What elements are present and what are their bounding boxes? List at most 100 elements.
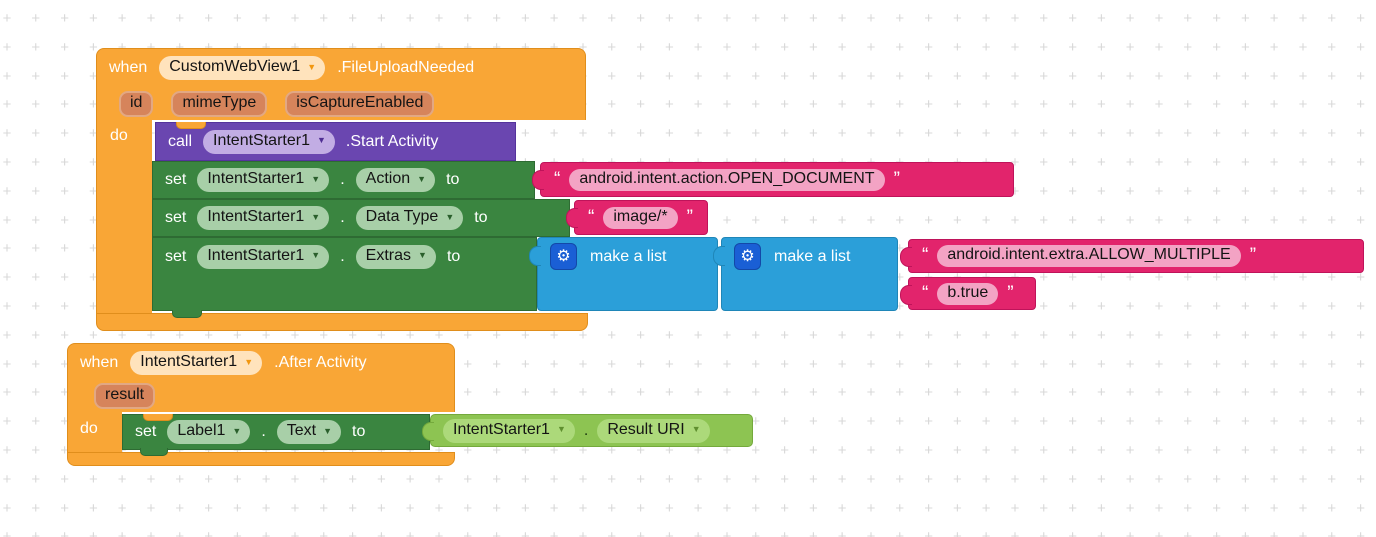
- grid-plus-icon: +: [1327, 298, 1337, 315]
- grid-plus-icon: +: [1183, 96, 1193, 114]
- grid-plus-icon: +: [751, 38, 761, 56]
- set-label-text-block[interactable]: set Label1 ▼ . Text ▼ to: [122, 414, 430, 450]
- grid-plus-icon: +: [1183, 38, 1193, 56]
- grid-plus-icon: +: [233, 326, 242, 344]
- text-field[interactable]: image/*: [603, 206, 678, 229]
- grid-plus-icon: +: [1010, 413, 1020, 431]
- grid-plus-icon: +: [636, 125, 645, 143]
- property-dropdown-action[interactable]: Action ▼: [355, 168, 436, 192]
- grid-plus-icon: +: [1212, 384, 1221, 402]
- grid-plus-icon: +: [837, 355, 847, 373]
- text-block-image-mime[interactable]: “ image/* ”: [566, 200, 708, 235]
- event-param-iscaptureenabled[interactable]: isCaptureEnabled: [285, 91, 435, 117]
- getter-block-result-uri[interactable]: IntentStarter1 ▼ . Result URI ▼: [422, 414, 753, 447]
- text-block-btrue[interactable]: “ b.true ”: [900, 277, 1036, 310]
- grid-plus-icon: +: [1241, 298, 1250, 315]
- make-a-list-block-outer[interactable]: ⚙ make a list: [529, 237, 718, 311]
- text-field[interactable]: b.true: [937, 282, 999, 305]
- component-dropdown-intentstarter1[interactable]: IntentStarter1 ▼: [203, 129, 335, 154]
- event-block-afteractivity[interactable]: when IntentStarter1 ▼ .After Activity re…: [67, 343, 455, 412]
- text-field[interactable]: android.intent.action.OPEN_DOCUMENT: [569, 168, 885, 191]
- event-block-fileuploadneeded[interactable]: when CustomWebView1 ▼ .FileUploadNeeded …: [96, 48, 586, 120]
- grid-plus-icon: +: [636, 470, 645, 488]
- text-block-open-document[interactable]: “ android.intent.action.OPEN_DOCUMENT ”: [532, 162, 1014, 197]
- chevron-down-icon: ▼: [311, 173, 321, 184]
- event-param-result[interactable]: result: [94, 383, 156, 409]
- grid-plus-icon: +: [175, 10, 185, 27]
- grid-plus-icon: +: [809, 355, 818, 373]
- set-extras-block[interactable]: set IntentStarter1 ▼ . Extras ▼ to: [152, 237, 537, 311]
- grid-plus-icon: +: [895, 298, 905, 315]
- grid-plus-icon: +: [261, 10, 271, 27]
- grid-plus-icon: +: [31, 528, 41, 537]
- component-dropdown-label1[interactable]: Label1 ▼: [167, 420, 251, 444]
- component-dropdown-intentstarter1[interactable]: IntentStarter1 ▼: [443, 418, 575, 443]
- grid-plus-icon: +: [89, 96, 98, 114]
- mutator-button[interactable]: ⚙: [550, 243, 577, 270]
- grid-plus-icon: +: [492, 499, 501, 517]
- grid-plus-icon: +: [1327, 326, 1337, 344]
- mutator-button[interactable]: ⚙: [734, 243, 761, 270]
- event-param-id[interactable]: id: [119, 91, 154, 117]
- grid-plus-icon: +: [1010, 326, 1020, 344]
- event-block-do-spine[interactable]: do: [96, 120, 152, 313]
- grid-plus-icon: +: [607, 442, 617, 459]
- set-datatype-block[interactable]: set IntentStarter1 ▼ . Data Type ▼ to: [152, 199, 570, 237]
- grid-plus-icon: +: [1356, 384, 1365, 402]
- grid-plus-icon: +: [1154, 67, 1164, 85]
- property-dropdown-datatype[interactable]: Data Type ▼: [355, 206, 464, 230]
- grid-plus-icon: +: [60, 355, 69, 373]
- component-dropdown-intentstarter1[interactable]: IntentStarter1 ▼: [130, 351, 263, 375]
- grid-plus-icon: +: [1269, 355, 1279, 373]
- event-block-do-spine[interactable]: do: [67, 412, 122, 452]
- grid-plus-icon: +: [809, 326, 818, 344]
- grid-plus-icon: +: [809, 442, 818, 459]
- set-action-block[interactable]: set IntentStarter1 ▼ . Action ▼ to: [152, 161, 535, 199]
- grid-plus-icon: +: [1097, 211, 1106, 229]
- grid-plus-icon: +: [431, 39, 447, 56]
- grid-plus-icon: +: [751, 499, 761, 517]
- grid-plus-icon: +: [1010, 528, 1020, 537]
- gear-icon: ⚙: [556, 247, 571, 265]
- component-dropdown-intentstarter1[interactable]: IntentStarter1 ▼: [197, 244, 330, 269]
- statement-bump: [140, 448, 168, 456]
- grid-plus-icon: +: [261, 442, 271, 459]
- grid-plus-icon: +: [953, 211, 962, 229]
- text-field[interactable]: android.intent.extra.ALLOW_MULTIPLE: [937, 245, 1241, 267]
- grid-plus-icon: +: [607, 499, 617, 517]
- grid-plus-icon: +: [636, 384, 645, 402]
- grid-plus-icon: +: [636, 326, 645, 344]
- text-block-allow-multiple[interactable]: “ android.intent.extra.ALLOW_MULTIPLE ”: [900, 239, 1364, 273]
- grid-plus-icon: +: [348, 326, 357, 344]
- grid-plus-icon: +: [809, 125, 818, 143]
- property-dropdown-extras[interactable]: Extras ▼: [355, 244, 436, 269]
- grid-plus-icon: +: [1039, 269, 1049, 287]
- grid-plus-icon: +: [636, 10, 645, 27]
- grid-plus-icon: +: [1298, 154, 1308, 171]
- grid-plus-icon: +: [1125, 470, 1135, 488]
- property-dropdown-resulturi[interactable]: Result URI ▼: [597, 418, 710, 443]
- grid-plus-icon: +: [578, 442, 588, 459]
- make-a-list-block-inner[interactable]: ⚙ make a list: [713, 237, 898, 311]
- component-dropdown-intentstarter1[interactable]: IntentStarter1 ▼: [197, 168, 330, 192]
- grid-plus-icon: +: [1125, 355, 1135, 373]
- chevron-down-icon: ▼: [244, 356, 254, 367]
- grid-plus-icon: +: [636, 499, 645, 517]
- component-dropdown-customwebview1[interactable]: CustomWebView1 ▼: [159, 56, 326, 80]
- event-block-bottom-bar[interactable]: [67, 452, 455, 466]
- grid-plus-icon: +: [693, 499, 703, 517]
- component-dropdown-intentstarter1[interactable]: IntentStarter1 ▼: [197, 206, 330, 230]
- grid-plus-icon: +: [1183, 269, 1193, 287]
- event-block-bottom-bar[interactable]: [96, 313, 588, 331]
- grid-plus-icon: +: [780, 442, 789, 459]
- grid-plus-icon: +: [953, 38, 962, 56]
- grid-plus-icon: +: [722, 499, 732, 517]
- event-param-mimetype[interactable]: mimeType: [171, 91, 268, 117]
- open-quote: “: [922, 245, 929, 266]
- grid-plus-icon: +: [60, 38, 69, 56]
- grid-plus-icon: +: [722, 96, 732, 114]
- property-dropdown-text[interactable]: Text ▼: [276, 420, 342, 444]
- call-start-activity-block[interactable]: call IntentStarter1 ▼ .Start Activity: [155, 122, 516, 161]
- grid-plus-icon: +: [287, 39, 303, 56]
